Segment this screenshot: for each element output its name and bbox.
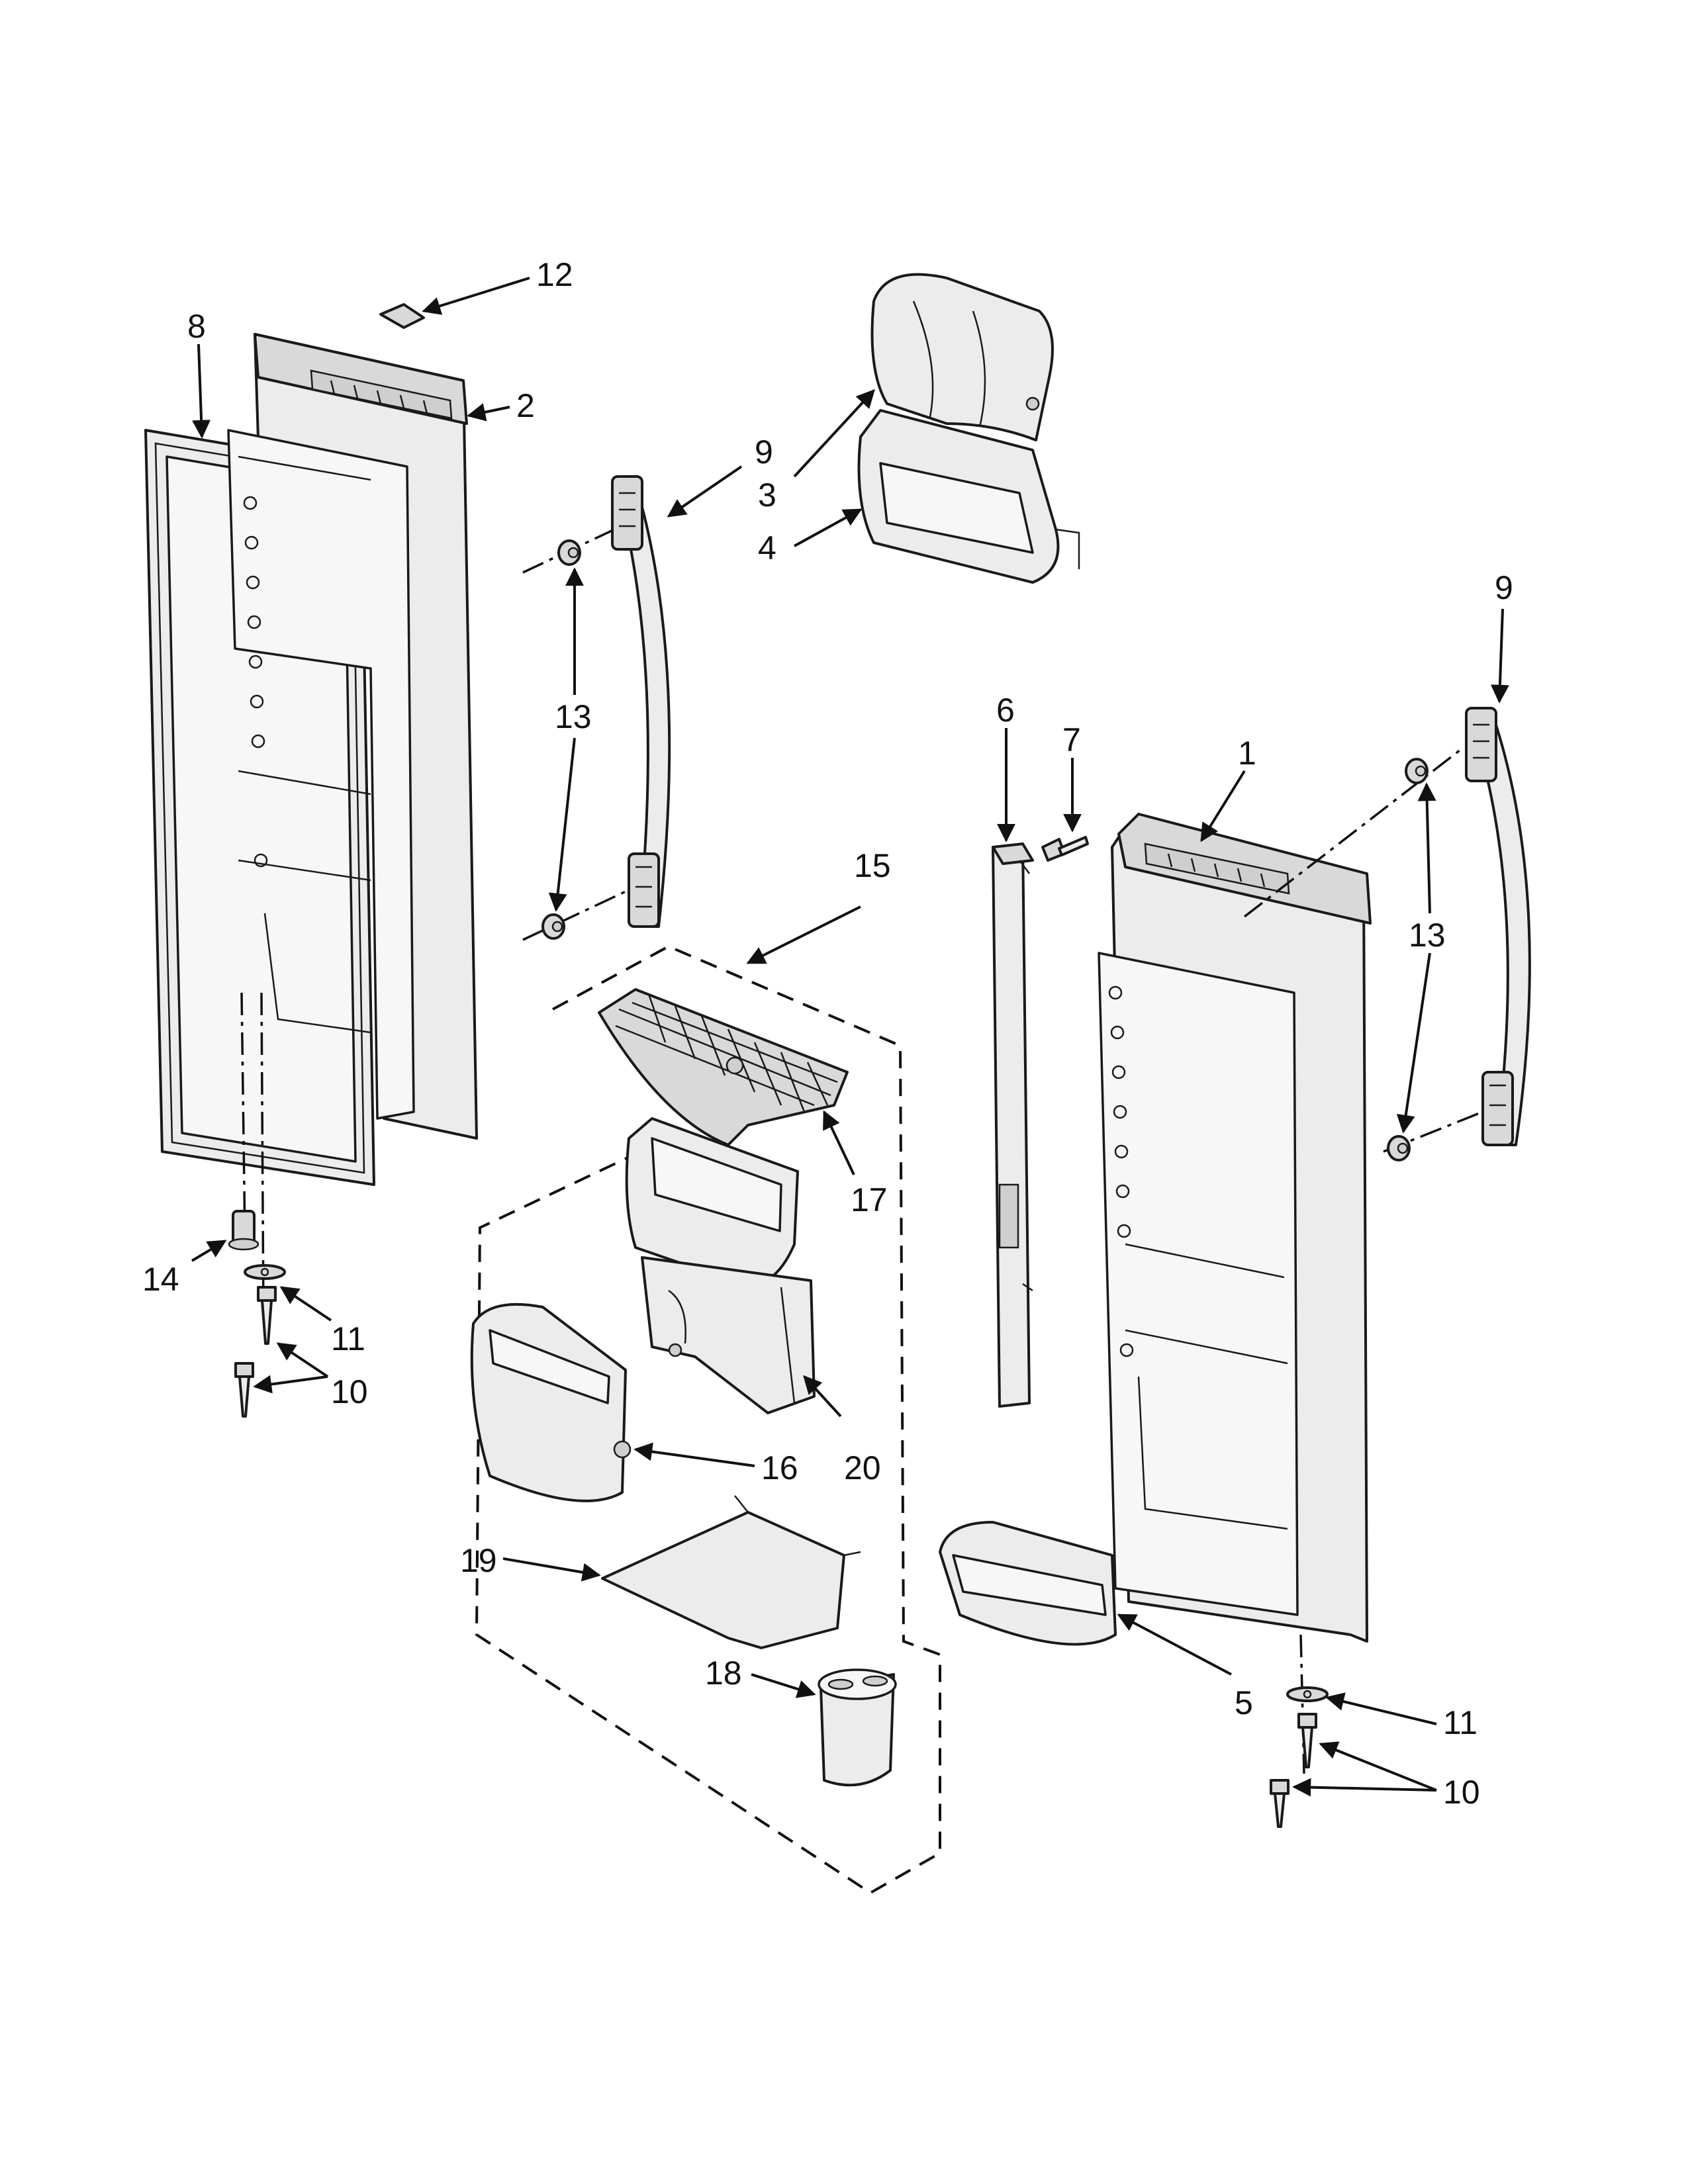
dispenser-assembly-outline bbox=[475, 944, 941, 1895]
callout-8: 8 bbox=[187, 308, 206, 345]
left-hinge-shim bbox=[244, 1264, 286, 1280]
callout-13-left: 13 bbox=[555, 698, 592, 735]
left-hinge-screw-1 bbox=[257, 1286, 277, 1345]
right-hinge-screw-2 bbox=[1270, 1779, 1289, 1828]
callout-10-right: 10 bbox=[1443, 1774, 1480, 1811]
mullion-screw bbox=[1041, 836, 1089, 862]
left-hinge-screw-2 bbox=[234, 1362, 254, 1418]
callout-17: 17 bbox=[851, 1181, 888, 1218]
callout-15: 15 bbox=[854, 847, 891, 884]
callout-11-right: 11 bbox=[1443, 1704, 1477, 1741]
callout-20: 20 bbox=[844, 1449, 881, 1486]
door-bin bbox=[857, 409, 1080, 584]
left-handle-stud-bottom bbox=[541, 913, 565, 940]
callout-13-right: 13 bbox=[1409, 917, 1446, 954]
callout-18: 18 bbox=[705, 1655, 742, 1692]
right-door-hinge-centerline bbox=[1299, 1634, 1305, 1774]
left-door-hinge-centerline bbox=[240, 992, 265, 1318]
callout-11-left: 11 bbox=[331, 1320, 365, 1357]
leader-lines bbox=[191, 277, 1509, 1797]
callout-9-left: 9 bbox=[755, 433, 773, 471]
callout-19: 19 bbox=[460, 1542, 497, 1579]
ice-cup bbox=[818, 1668, 897, 1787]
callout-3: 3 bbox=[758, 477, 776, 514]
right-door-bin bbox=[939, 1521, 1117, 1646]
callout-6: 6 bbox=[996, 692, 1015, 729]
drip-tray-grille bbox=[598, 988, 849, 1146]
left-door-handle bbox=[611, 475, 671, 928]
callout-10-left: 10 bbox=[331, 1373, 368, 1410]
dispenser-shelf-panel bbox=[601, 1495, 861, 1649]
right-door-liner bbox=[1098, 813, 1372, 1643]
callout-5: 5 bbox=[1235, 1684, 1253, 1721]
callout-1: 1 bbox=[1238, 735, 1256, 772]
right-handle-stud-top bbox=[1405, 758, 1429, 784]
left-handle-stud-top bbox=[557, 539, 581, 566]
callout-2: 2 bbox=[516, 387, 535, 424]
callout-12: 12 bbox=[536, 256, 573, 293]
left-hinge-pin bbox=[228, 1210, 259, 1251]
dispenser-housing bbox=[625, 1117, 816, 1414]
callout-14: 14 bbox=[142, 1261, 179, 1298]
dispenser-bucket bbox=[470, 1302, 632, 1502]
callout-4: 4 bbox=[758, 529, 776, 567]
right-hinge-shim bbox=[1286, 1686, 1329, 1702]
callout-16: 16 bbox=[761, 1449, 798, 1486]
center-mullion bbox=[992, 842, 1034, 1408]
right-hinge-screw-1 bbox=[1297, 1713, 1317, 1768]
hinge-cover bbox=[379, 303, 425, 329]
left-handle-bottom-centerline bbox=[522, 886, 636, 941]
left-door-liner bbox=[227, 333, 478, 1140]
callout-7: 7 bbox=[1062, 721, 1081, 758]
right-handle-stud-bottom bbox=[1387, 1135, 1411, 1161]
right-door-handle bbox=[1465, 707, 1531, 1146]
callout-9-right: 9 bbox=[1495, 569, 1513, 606]
door-bin-cover bbox=[870, 273, 1054, 441]
